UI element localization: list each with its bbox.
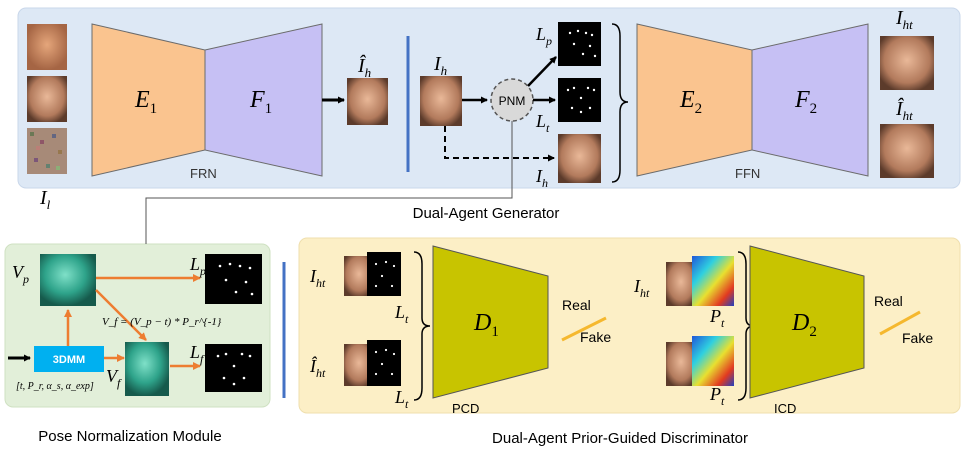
pnm-output-lp-label: Lp	[535, 24, 552, 48]
mesh-vp	[40, 254, 96, 306]
icd-real-label: Real	[874, 293, 903, 309]
ih-skip-arrow	[444, 126, 555, 162]
pnm-input-label: Ih	[433, 53, 447, 78]
ffn-output-face-iht	[880, 36, 934, 90]
icd-input-0-face	[666, 262, 696, 306]
pcd-label: PCD	[452, 401, 479, 416]
lf-label: Lf	[189, 342, 205, 366]
discriminator-d1-label: D1	[473, 310, 499, 340]
icd-input-0-map-label: Pt	[709, 306, 725, 330]
discriminator-title: Dual-Agent Prior-Guided Discriminator	[492, 430, 748, 447]
pnm-output-lt-label: Lt	[535, 111, 550, 135]
pcd-input-0-face-label: Iht	[309, 266, 326, 290]
pcd-real-fake-divider	[561, 316, 607, 342]
lp-label: Lp	[189, 254, 206, 278]
vf-label: Vf	[106, 366, 122, 390]
input-face-blurred	[27, 24, 67, 70]
pcd-map0-dots	[374, 260, 396, 288]
decoder-f1-label: F1	[249, 87, 272, 117]
decoder-f1	[204, 23, 323, 177]
decoder-f2-label: F2	[794, 87, 817, 117]
pcd-input-0-map-label: Lt	[394, 302, 409, 326]
lp-dots	[568, 29, 597, 58]
icd-real-fake-divider	[879, 310, 921, 336]
landmark-map-lp	[205, 254, 262, 304]
pnm-landmark-map-lt	[558, 78, 601, 122]
icd-input-1-map	[692, 336, 734, 386]
encoder-e1-label: E1	[134, 87, 157, 117]
frn-output-face	[347, 78, 388, 125]
ffn-output-face-iht-hat	[880, 124, 934, 178]
pcd-fake-label: Fake	[580, 329, 611, 345]
frn-label: FRN	[190, 166, 217, 181]
block-3dmm-label: 3DMM	[53, 354, 85, 366]
pcd-input-1-map-label: Lt	[394, 387, 409, 411]
icd-label: ICD	[774, 401, 796, 416]
ffn-label: FFN	[735, 166, 760, 181]
pnm-output-face-ih	[558, 134, 601, 183]
frn-input-label: Il	[39, 187, 51, 212]
discriminator-d1	[432, 245, 549, 399]
icd-fake-label: Fake	[902, 330, 933, 346]
ffn-output-iht-label: Iht	[895, 7, 913, 32]
icd-input-1-map-label: Pt	[709, 384, 725, 408]
pnm-output-ih-label: Ih	[535, 166, 548, 190]
pnm-to-lp-arrow	[527, 56, 557, 87]
pose-lf-dots	[216, 352, 252, 386]
discriminator-d2-label: D2	[791, 310, 817, 340]
pcd-brace	[413, 251, 431, 401]
decoder-f2	[751, 23, 869, 177]
pose-module-title: Pose Normalization Module	[38, 428, 221, 445]
pcd-real-label: Real	[562, 297, 591, 313]
frn-input-images	[27, 24, 67, 174]
icd-input-1-face	[666, 342, 696, 386]
vp-to-vf-arrow	[95, 289, 147, 341]
icd-input-0-map	[692, 256, 734, 306]
pcd-map1-dots	[374, 348, 396, 376]
pcd-input-1-face-label: Îht	[309, 355, 326, 380]
ffn-output-iht-hat-label: Îht	[895, 97, 913, 123]
generator-title: Dual-Agent Generator	[413, 205, 560, 222]
lt-dots	[566, 86, 596, 114]
pose-equation: V_f = (V_p − t) * P_r^{-1}	[102, 316, 222, 328]
ffn-input-brace	[611, 23, 629, 183]
pnm-landmark-map-lp	[558, 22, 601, 66]
encoder-e2-label: E2	[679, 87, 702, 117]
3dmm-params: [t, P_r, α_s, α_exp]	[16, 381, 94, 392]
input-face-lowres	[27, 76, 67, 122]
pcd-input-1-map	[367, 340, 401, 386]
mesh-vf	[125, 342, 169, 396]
frn-output-label: Îh	[357, 54, 371, 80]
block-3dmm	[34, 346, 104, 372]
icd-input-0-face-label: Iht	[633, 276, 650, 300]
pcd-input-0-map	[367, 252, 401, 296]
pnm-input-face	[420, 76, 462, 126]
pnm-to-pose-connector	[145, 121, 513, 244]
pnm-label: PNM	[499, 94, 526, 108]
vp-label: Vp	[12, 262, 29, 286]
pose-lp-dots	[218, 262, 254, 296]
discriminator-d2	[749, 245, 865, 399]
